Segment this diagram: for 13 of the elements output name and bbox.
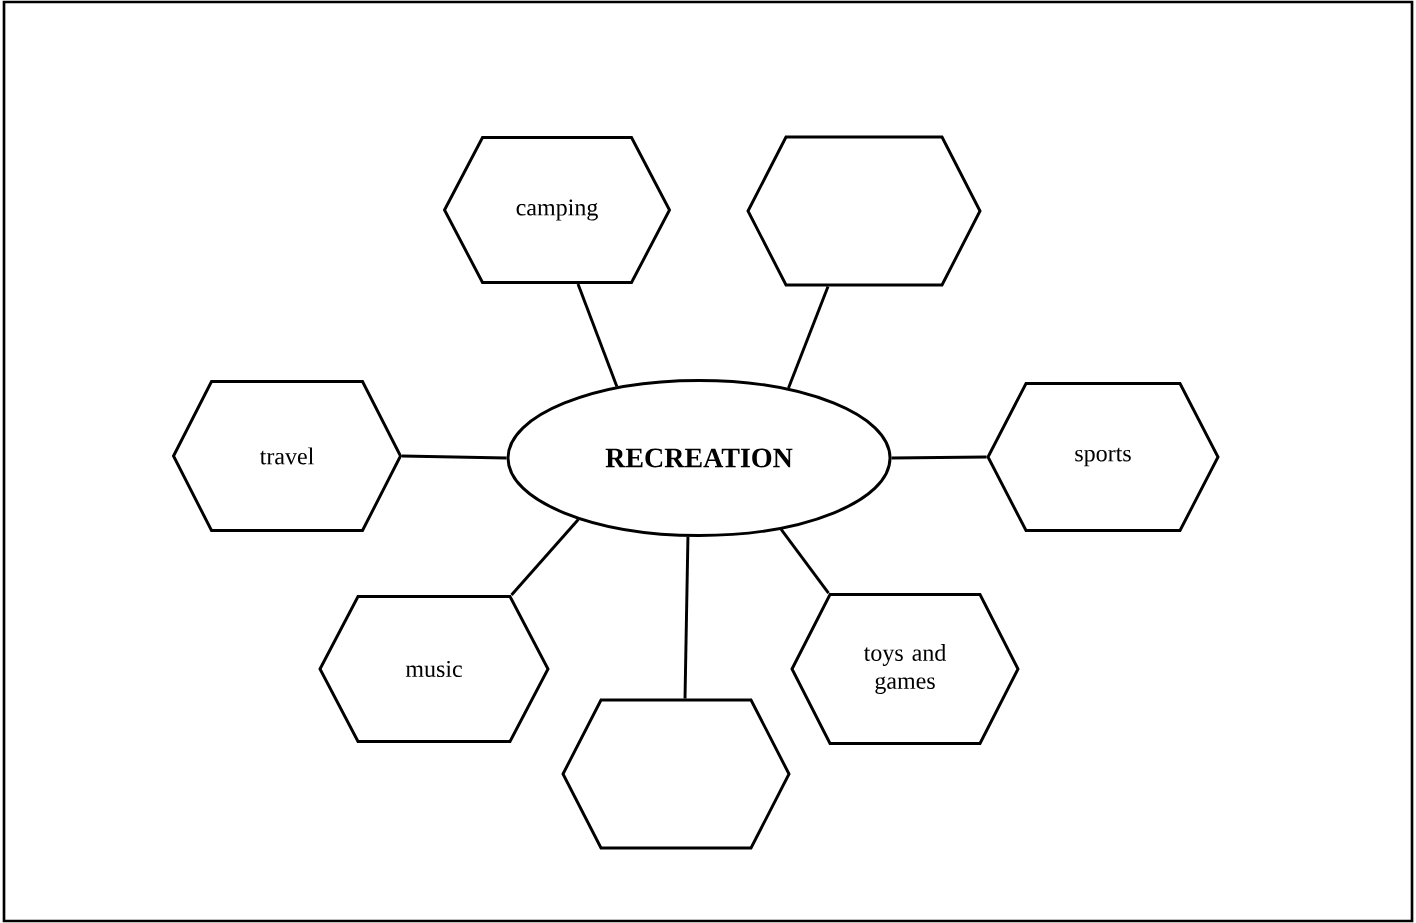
hexagon-box: toys and games: [790, 593, 1020, 745]
connector-line: [510, 518, 580, 596]
connector-line: [576, 283, 619, 388]
hexagon-box: sports: [986, 382, 1220, 532]
connector-line: [891, 455, 987, 460]
hexagon-box: [746, 135, 982, 287]
connector-line: [787, 285, 830, 389]
connector-line: [401, 454, 507, 460]
hexagon-box: music: [318, 595, 550, 743]
hexagon-box: [561, 698, 791, 850]
ellipse-node: RECREATION: [506, 379, 892, 537]
connector-line: [683, 536, 690, 699]
connector-line: [780, 528, 830, 594]
